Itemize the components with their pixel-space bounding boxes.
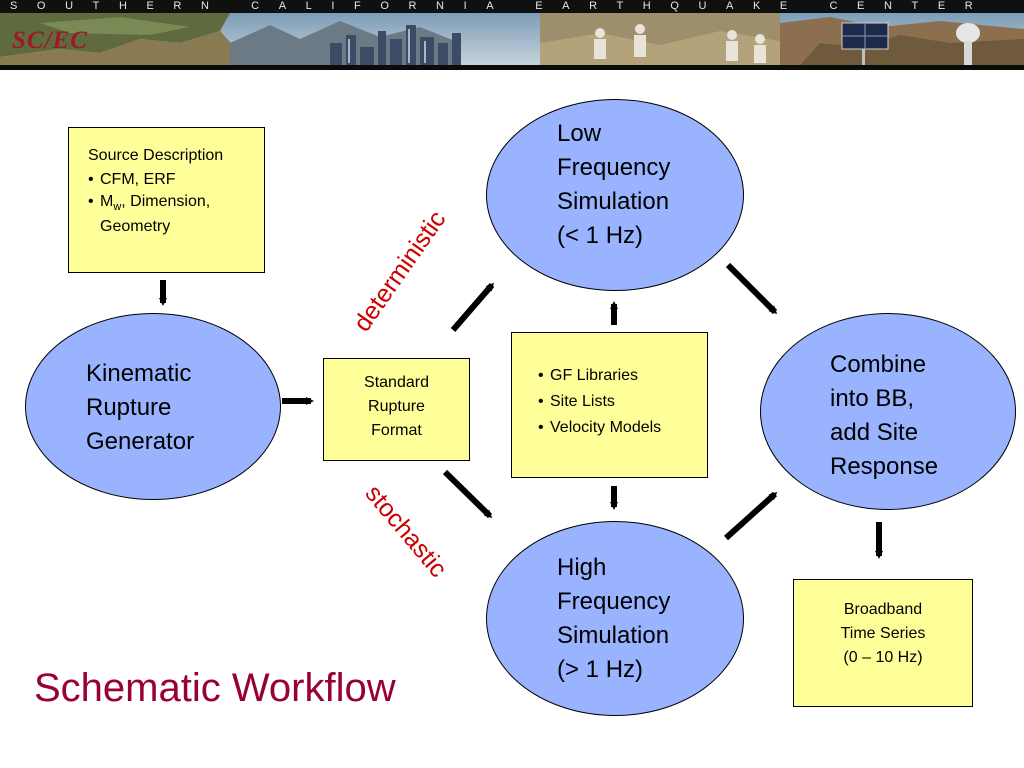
label-line: Broadband [843, 601, 923, 618]
gf-item: GF Libraries [550, 367, 639, 384]
label-line: High [557, 554, 607, 581]
label-line: add Site [830, 419, 919, 446]
label-line: Combine [830, 351, 927, 378]
label-line: Format [371, 422, 422, 439]
label-line: Low [557, 120, 602, 147]
list-item: • Mw, Dimension, Geometry [88, 192, 264, 237]
list-item: • GF Libraries [538, 363, 707, 389]
label-line: (> 1 Hz) [557, 656, 644, 683]
banner-strip [0, 0, 1024, 13]
label-line: (< 1 Hz) [557, 222, 644, 249]
label-line: Simulation [557, 622, 670, 649]
source-item-dimension: , Dimension, [121, 193, 211, 210]
banner-title: SOUTHERN CALIFORNIA EARTHQUAKE CENTER [10, 0, 993, 12]
arrow-srf-to-high-freq [442, 469, 493, 519]
list-item: • CFM, ERF [88, 168, 264, 192]
scec-logo[interactable]: SC/EC [12, 27, 88, 54]
label-line: Kinematic [86, 360, 192, 387]
gps-station-graphic [956, 23, 980, 65]
arrow-high-freq-to-combine [723, 491, 778, 541]
standard-rupture-format-box: Standard Rupture Format [323, 358, 470, 461]
slide-title: Schematic Workflow [34, 666, 396, 710]
source-description-heading: Source Description [88, 147, 224, 164]
kinematic-rupture-generator-label: Kinematic Rupture Generator [86, 357, 194, 459]
list-item: • Site Lists [538, 389, 707, 415]
gf-list: • GF Libraries • Site Lists • Velocity M… [538, 363, 707, 441]
label-line: Generator [86, 428, 195, 455]
source-item-cfm: CFM, ERF [100, 171, 176, 188]
high-frequency-simulation-label: High Frequency Simulation (> 1 Hz) [557, 551, 670, 687]
bullet-icon: • [88, 171, 94, 188]
label-line: Simulation [557, 188, 670, 215]
combine-bb-label: Combine into BB, add Site Response [830, 348, 938, 484]
source-description-list: • CFM, ERF • Mw, Dimension, Geometry [88, 168, 264, 237]
bullet-icon: • [538, 419, 544, 436]
label-line: Time Series [840, 625, 926, 642]
kinematic-rupture-generator-ellipse: Kinematic Rupture Generator [25, 313, 281, 500]
source-description-box: Source Description • CFM, ERF • Mw, Dime… [68, 127, 265, 273]
low-frequency-simulation-ellipse: Low Frequency Simulation (< 1 Hz) [486, 99, 744, 291]
label-line: Rupture [368, 398, 425, 415]
gf-item: Velocity Models [550, 419, 662, 436]
broadband-time-series-box: Broadband Time Series (0 – 10 Hz) [793, 579, 973, 707]
bullet-icon: • [538, 393, 544, 410]
label-line: Frequency [557, 154, 671, 181]
label-line: Response [830, 453, 939, 480]
arrow-srf-to-low-freq [450, 282, 495, 332]
label-line: into BB, [830, 385, 915, 412]
label-line: (0 – 10 Hz) [843, 649, 923, 666]
label-line: Frequency [557, 588, 671, 615]
list-item: • Velocity Models [538, 415, 707, 441]
label-line: Standard [364, 374, 429, 391]
combine-bb-ellipse: Combine into BB, add Site Response [760, 313, 1016, 510]
banner-rule [0, 65, 1024, 70]
header-banner: SOUTHERN CALIFORNIA EARTHQUAKE CENTER SC… [0, 0, 1024, 70]
banner-photo [0, 13, 1024, 65]
solar-panel-graphic [841, 22, 889, 65]
gf-libraries-box: • GF Libraries • Site Lists • Velocity M… [511, 332, 708, 478]
gf-item: Site Lists [550, 393, 615, 410]
arrow-low-freq-to-combine [725, 262, 778, 315]
mw-subscript: w [113, 201, 122, 214]
low-frequency-simulation-label: Low Frequency Simulation (< 1 Hz) [557, 117, 670, 253]
source-item-mw: M [100, 193, 114, 210]
bullet-icon: • [538, 367, 544, 384]
high-frequency-simulation-ellipse: High Frequency Simulation (> 1 Hz) [486, 521, 744, 716]
label-line: Rupture [86, 394, 172, 421]
bullet-icon: • [88, 193, 94, 210]
source-item-geometry: Geometry [100, 218, 171, 236]
